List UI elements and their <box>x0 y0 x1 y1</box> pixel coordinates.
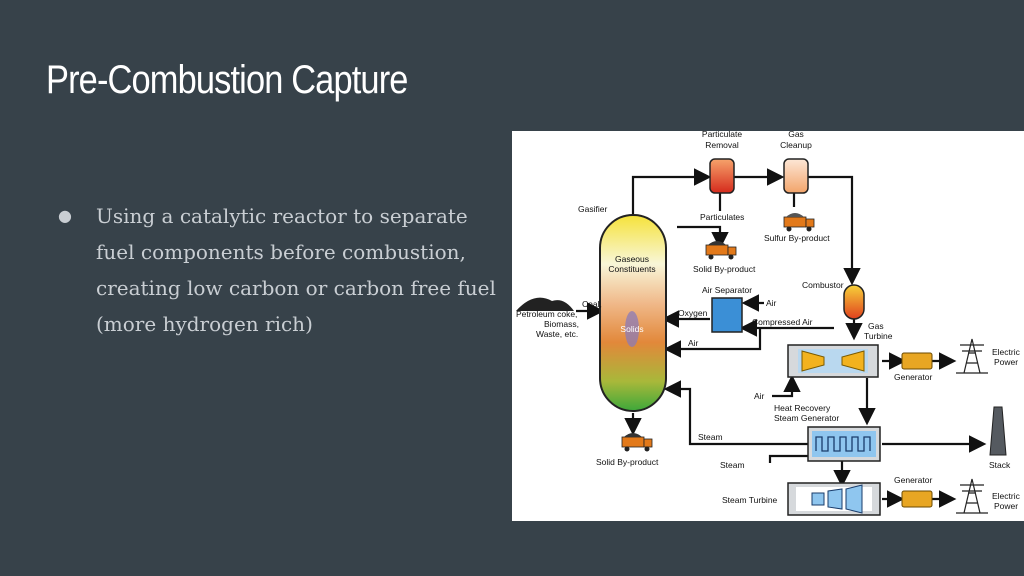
label-compressed-air: Compressed Air <box>752 317 813 327</box>
power-tower-1-icon <box>956 338 988 374</box>
label-air-separator: Air Separator <box>702 285 752 295</box>
hrsg-inner <box>812 431 876 457</box>
label-feed-1: Coal, <box>582 299 602 309</box>
pipe-gasifier-to-particulate <box>631 168 712 221</box>
label-electric-power-1a: Electric <box>992 347 1021 357</box>
label-steam-turbine: Steam Turbine <box>722 495 778 505</box>
label-particulate-removal-1: Particulate <box>702 131 742 139</box>
gas-cleanup-unit <box>783 158 809 194</box>
process-diagram: Particulate Removal Gas Cleanup Gasifier… <box>512 131 1024 521</box>
steam-turbine-stage-1-icon <box>811 492 825 506</box>
label-gas-turbine-2: Turbine <box>864 331 893 341</box>
steam-turbine-stage-2-icon <box>827 488 843 510</box>
label-generator-2: Generator <box>894 475 932 485</box>
bullet-dot-icon: ● <box>58 206 72 225</box>
label-gaseous-2: Constituents <box>608 264 655 274</box>
label-gasifier: Gasifier <box>578 204 607 214</box>
label-sulfur-byproduct: Sulfur By-product <box>764 233 830 243</box>
label-steam-left: Steam <box>698 432 723 442</box>
label-hrsg-2: Steam Generator <box>774 413 839 423</box>
label-hrsg-1: Heat Recovery <box>774 403 831 413</box>
label-solid-byproduct-top: Solid By-product <box>693 264 756 274</box>
label-gas-turbine-1: Gas <box>868 321 884 331</box>
compressor-icon <box>801 350 825 372</box>
process-diagram-svg: Particulate Removal Gas Cleanup Gasifier… <box>516 131 1021 516</box>
pipe-air-to-gasifier <box>663 328 762 358</box>
stack-icon <box>989 406 1007 456</box>
label-particulates: Particulates <box>700 212 744 222</box>
label-oxygen: Oxygen <box>678 308 708 318</box>
label-solid-byproduct-bottom: Solid By-product <box>596 457 659 467</box>
pipe-cleanup-to-combustor <box>808 175 861 286</box>
combustor-unit <box>843 284 865 320</box>
truck-bottom-icon <box>621 433 653 452</box>
label-feed-3: Biomass, <box>544 319 579 329</box>
steam-turbine-stage-3-icon <box>845 484 863 514</box>
label-feed-4: Waste, etc. <box>536 329 578 339</box>
label-steam-bottom: Steam <box>720 460 745 470</box>
label-combustor: Combustor <box>802 280 844 290</box>
pipe-to-solid-byproduct-top <box>677 225 729 250</box>
power-tower-2-icon <box>956 478 988 514</box>
air-separator-unit <box>711 297 743 333</box>
label-generator-1: Generator <box>894 372 932 382</box>
label-air-right: Air <box>766 298 777 308</box>
label-air-to-turbine: Air <box>754 391 765 401</box>
label-stack: Stack <box>989 460 1011 470</box>
particulate-removal-unit <box>709 158 735 194</box>
label-electric-power-2b: Power <box>994 501 1018 511</box>
label-gas-cleanup-2: Cleanup <box>780 140 812 150</box>
label-particulate-removal-2: Removal <box>705 140 739 150</box>
bullet-text: Using a catalytic reactor to separate fu… <box>96 204 496 336</box>
label-electric-power-1b: Power <box>994 357 1018 367</box>
truck-particulates-icon <box>705 241 737 260</box>
generator-2 <box>901 490 933 508</box>
generator-1 <box>901 352 933 370</box>
truck-sulfur-icon <box>783 213 815 232</box>
pipe-steam-bottom <box>768 454 808 463</box>
solids-flame-icon <box>625 311 639 347</box>
pipe-steam-to-gasifier <box>663 380 808 446</box>
label-gas-cleanup-1: Gas <box>788 131 804 139</box>
label-feed-2: Petroleum coke, <box>516 309 577 319</box>
label-gaseous-1: Gaseous <box>615 254 649 264</box>
label-solids: Solids <box>620 324 643 334</box>
bullet-item: ● Using a catalytic reactor to separate … <box>58 198 508 342</box>
label-electric-power-2a: Electric <box>992 491 1021 501</box>
hrsg-coil-icon <box>815 436 871 452</box>
slide-title: Pre-Combustion Capture <box>46 58 408 102</box>
coal-pile-icon <box>516 297 574 311</box>
label-air-lower: Air <box>688 338 699 348</box>
pipe-air-to-turbine <box>772 374 801 398</box>
bullet-list: ● Using a catalytic reactor to separate … <box>58 198 508 342</box>
turbine-blades-icon <box>841 350 865 372</box>
